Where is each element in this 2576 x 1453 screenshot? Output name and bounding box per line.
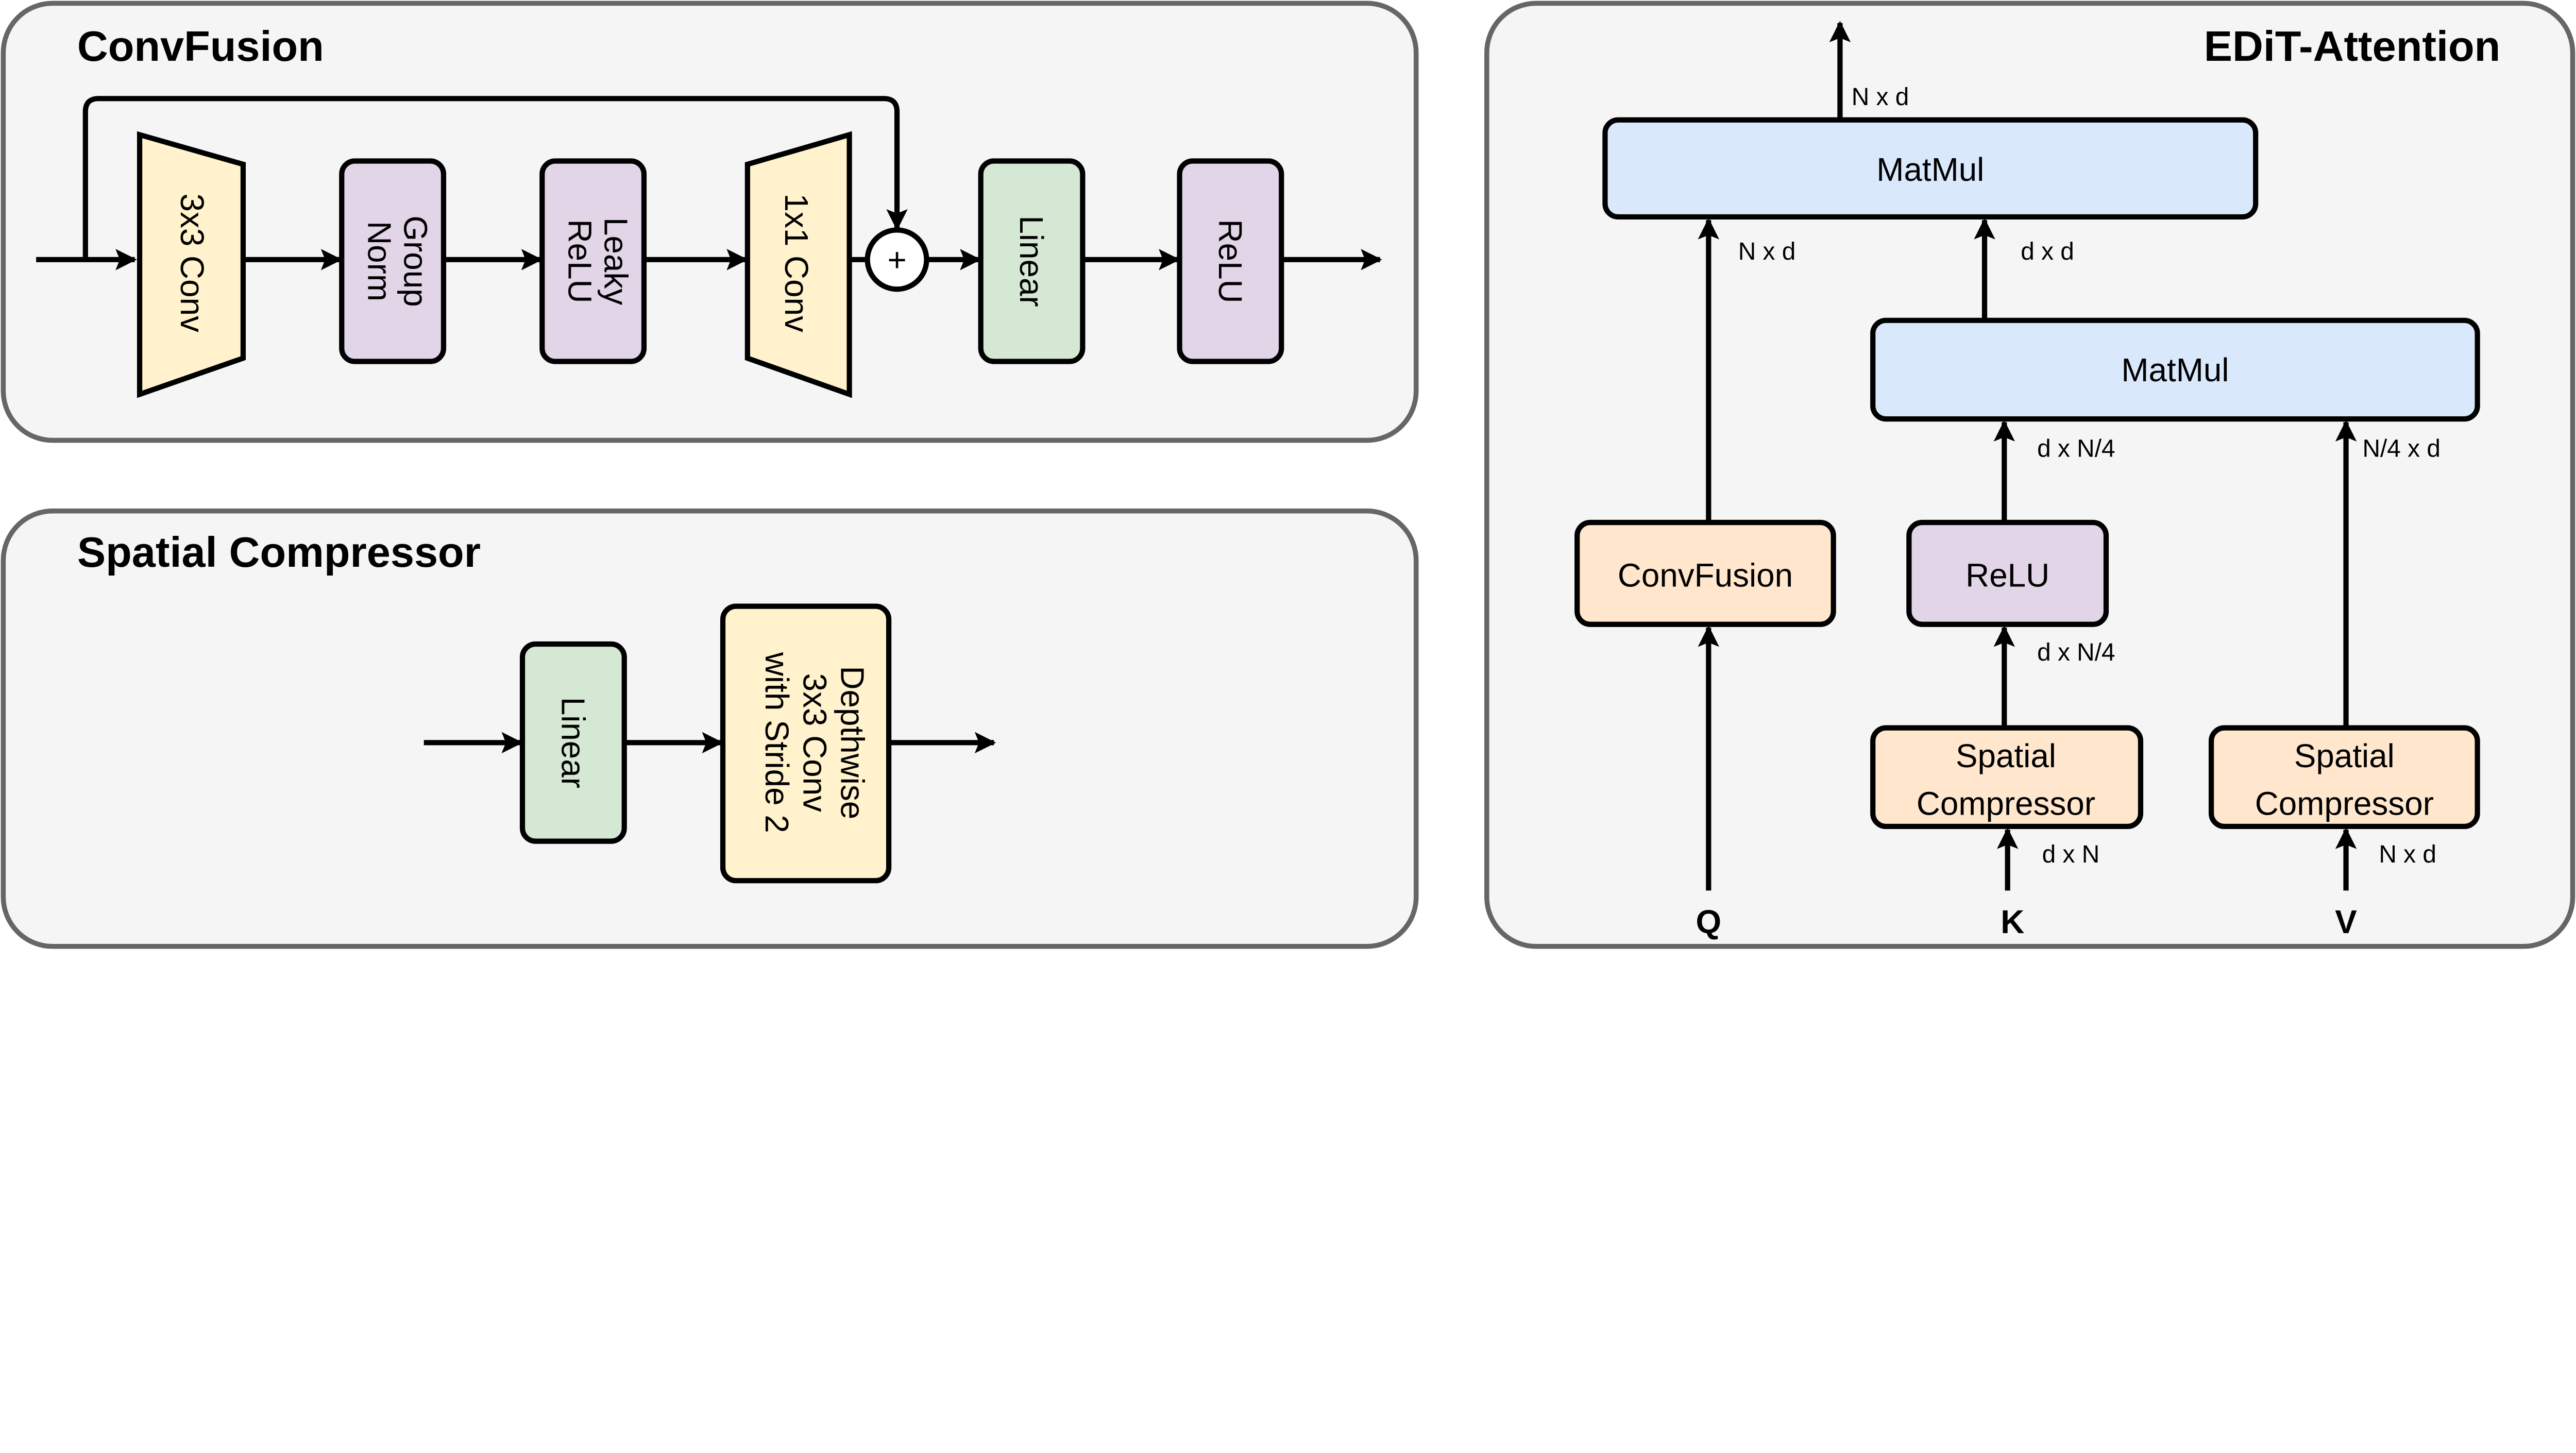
linear-label: Linear bbox=[555, 697, 592, 788]
conv3x3-label: 3x3 Conv bbox=[174, 194, 211, 333]
dim-label: N/4 x d bbox=[2362, 435, 2441, 462]
spatial-title: Spatial Compressor bbox=[77, 528, 481, 576]
spatial-compressor-k-block bbox=[1870, 725, 2144, 830]
group-norm-label-1: Group bbox=[397, 215, 434, 307]
diagram: ConvFusion 3x3 Conv Group Norm Leaky ReL… bbox=[1, 1, 2575, 949]
dim-label: N x d bbox=[2379, 841, 2436, 868]
dim-label: d x d bbox=[2021, 238, 2074, 265]
spatial-k-label-1: Spatial bbox=[1956, 737, 2056, 774]
linear-label: Linear bbox=[1013, 215, 1050, 307]
conv1x1-label: 1x1 Conv bbox=[778, 194, 815, 333]
convfusion-panel: ConvFusion 3x3 Conv Group Norm Leaky ReL… bbox=[1, 1, 1419, 443]
dim-label: d x N bbox=[2042, 841, 2100, 868]
dim-label: N x d bbox=[1738, 238, 1796, 265]
convfusion-block bbox=[1574, 519, 1836, 627]
spatial-v-label-1: Spatial bbox=[2294, 737, 2395, 774]
dim-label: N x d bbox=[1852, 83, 1909, 111]
relu-label: ReLU bbox=[1965, 556, 2049, 594]
matmul-top-label: MatMul bbox=[1876, 151, 1984, 188]
dim-label: d x N/4 bbox=[2037, 639, 2115, 666]
group-norm-label-2: Norm bbox=[361, 221, 398, 301]
convfusion-title: ConvFusion bbox=[77, 22, 324, 70]
leaky-relu-label-1: Leaky bbox=[597, 217, 634, 305]
depthwise-label-2: 3x3 Conv bbox=[796, 673, 833, 813]
conv1x1-block bbox=[744, 131, 852, 398]
spatial-compressor-panel: Spatial Compressor Linear Depthwise 3x3 … bbox=[1, 508, 1419, 949]
dim-label: d x N/4 bbox=[2037, 435, 2115, 462]
relu-label: ReLU bbox=[1212, 219, 1249, 303]
input-k-label: K bbox=[2001, 903, 2024, 940]
skip-connection-arrow bbox=[82, 96, 908, 260]
spatial-v-label-2: Compressor bbox=[2255, 785, 2434, 822]
depthwise-label-1: Depthwise bbox=[834, 666, 871, 819]
input-q-label: Q bbox=[1696, 903, 1722, 940]
relu-block bbox=[1906, 519, 2109, 627]
spatial-k-label-2: Compressor bbox=[1917, 785, 2095, 822]
leaky-relu-label-2: ReLU bbox=[561, 219, 598, 303]
edit-title: EDiT-Attention bbox=[2204, 22, 2501, 70]
matmul-mid-block bbox=[1870, 317, 2480, 422]
input-v-label: V bbox=[2335, 903, 2357, 940]
matmul-mid-label: MatMul bbox=[2121, 351, 2229, 388]
conv3x3-block bbox=[137, 131, 246, 398]
plus-sign: + bbox=[887, 241, 906, 278]
spatial-compressor-v-block bbox=[2208, 725, 2480, 830]
depthwise-label-3: with Stride 2 bbox=[758, 652, 795, 833]
convfusion-label: ConvFusion bbox=[1618, 556, 1793, 594]
matmul-top-block bbox=[1602, 117, 2259, 220]
edit-attention-panel: EDiT-Attention N x d MatMul N x d d x d … bbox=[1484, 1, 2575, 949]
